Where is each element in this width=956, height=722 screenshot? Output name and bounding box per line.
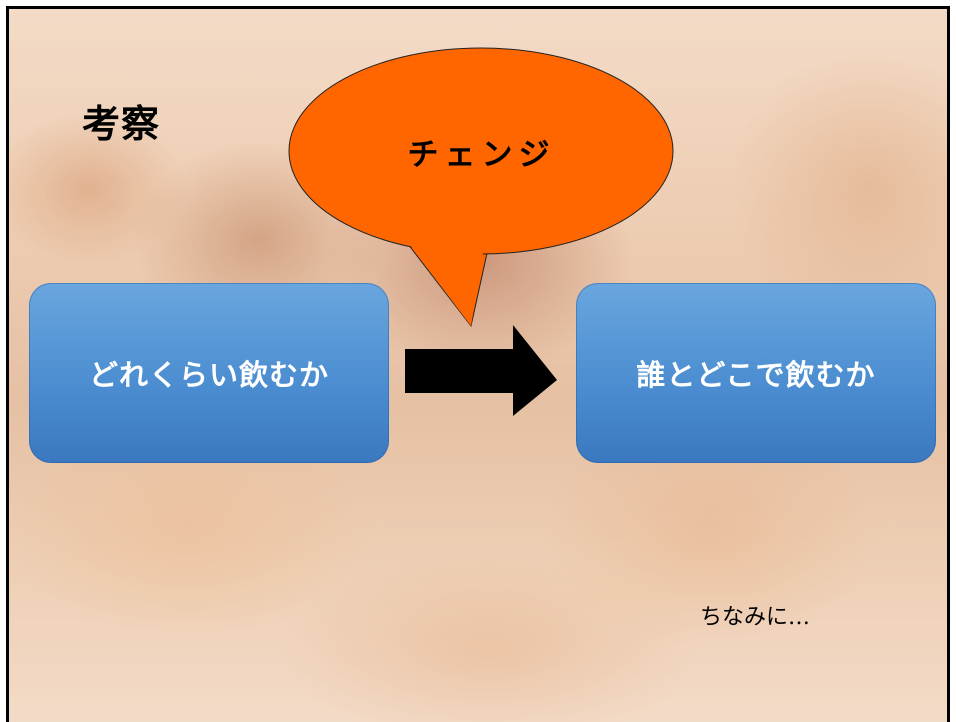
footnote-text: ちなみに…	[700, 605, 811, 630]
speech-bubble	[288, 47, 674, 328]
to-box: 誰とどこで飲むか	[576, 283, 936, 463]
slide: 考察 チェンジ どれくらい飲むか 誰とどこで飲むか ちなみに…	[6, 6, 950, 722]
to-box-label: 誰とどこで飲むか	[636, 358, 876, 392]
slide-title: 考察	[82, 102, 161, 146]
from-box-label: どれくらい飲むか	[88, 358, 329, 392]
from-box: どれくらい飲むか	[29, 283, 389, 463]
speech-bubble-label: チェンジ	[407, 137, 556, 173]
